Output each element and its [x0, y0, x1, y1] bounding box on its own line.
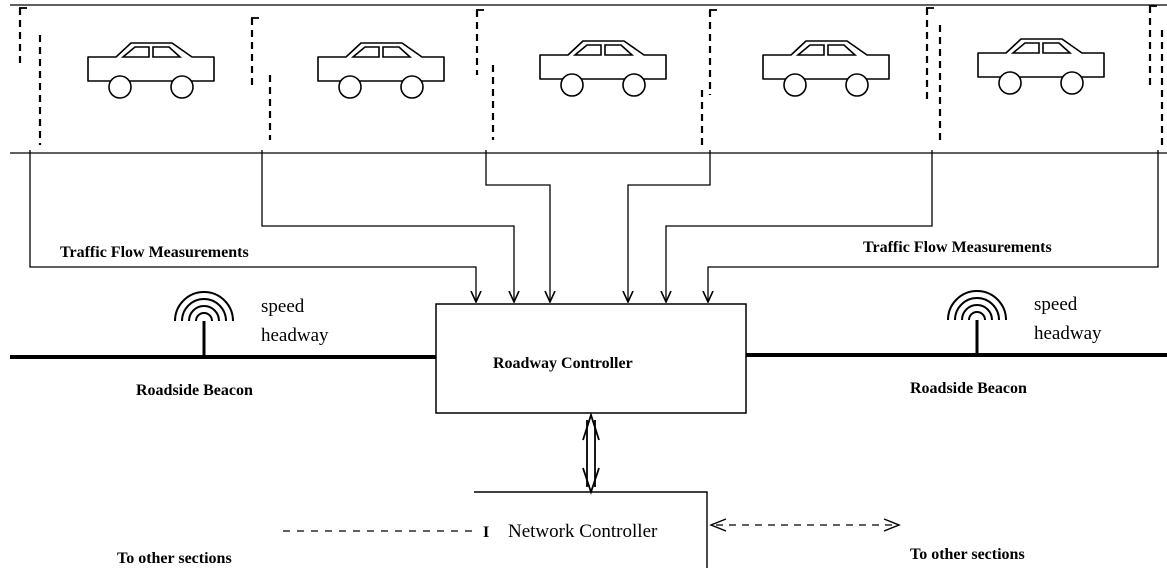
loop-detector-icon [250, 17, 272, 140]
dashed-link-right-arrow-left [709, 518, 727, 532]
loop-detectors-group [18, 5, 1164, 145]
loop-detector-icon [1148, 5, 1164, 145]
measurement-line-1 [29, 150, 476, 302]
roadway-controller-label: Roadway Controller [493, 355, 633, 372]
loop-detector-icon [925, 7, 942, 140]
network-controller-box [474, 491, 708, 568]
traffic-flow-label-right: Traffic Flow Measurements [863, 239, 1052, 256]
to-other-sections-right: To other sections [910, 546, 1025, 563]
loop-detector-icon [475, 9, 495, 140]
measurement-line-5 [666, 150, 933, 302]
measurement-line-2 [261, 150, 514, 302]
beacon-left-headway-label: headway [261, 325, 329, 346]
vehicles-group [87, 38, 1105, 99]
measurement-line-4 [628, 150, 711, 302]
roadside-beacon-label-left: Roadside Beacon [136, 382, 253, 399]
measurement-lines [29, 150, 1159, 302]
roadside-beacon-label-right: Roadside Beacon [910, 380, 1027, 397]
dashed-link-right-arrow-right [883, 518, 901, 532]
beacon-right-speed-label: speed [1034, 294, 1078, 315]
car-icon [87, 42, 215, 99]
network-controller-label: Network Controller [508, 521, 658, 542]
to-other-sections-left: To other sections [117, 550, 232, 567]
roadside-beacon-right-antenna-icon [947, 290, 1007, 355]
measurement-line-3 [485, 150, 550, 302]
loop-detector-icon [18, 7, 42, 145]
car-icon [977, 38, 1105, 95]
car-icon [317, 42, 445, 99]
car-icon [539, 40, 667, 97]
traffic-flow-label-left: Traffic Flow Measurements [60, 244, 249, 261]
beacon-left-speed-label: speed [261, 296, 305, 317]
car-icon [762, 40, 890, 97]
measurement-line-6 [708, 150, 1159, 302]
controller-link-double-arrow [582, 412, 600, 495]
loop-detector-icon [700, 9, 717, 145]
network-controller-marker: I [483, 524, 489, 541]
beacon-right-headway-label: headway [1034, 323, 1102, 344]
roadside-beacon-left-antenna-icon [174, 291, 234, 357]
